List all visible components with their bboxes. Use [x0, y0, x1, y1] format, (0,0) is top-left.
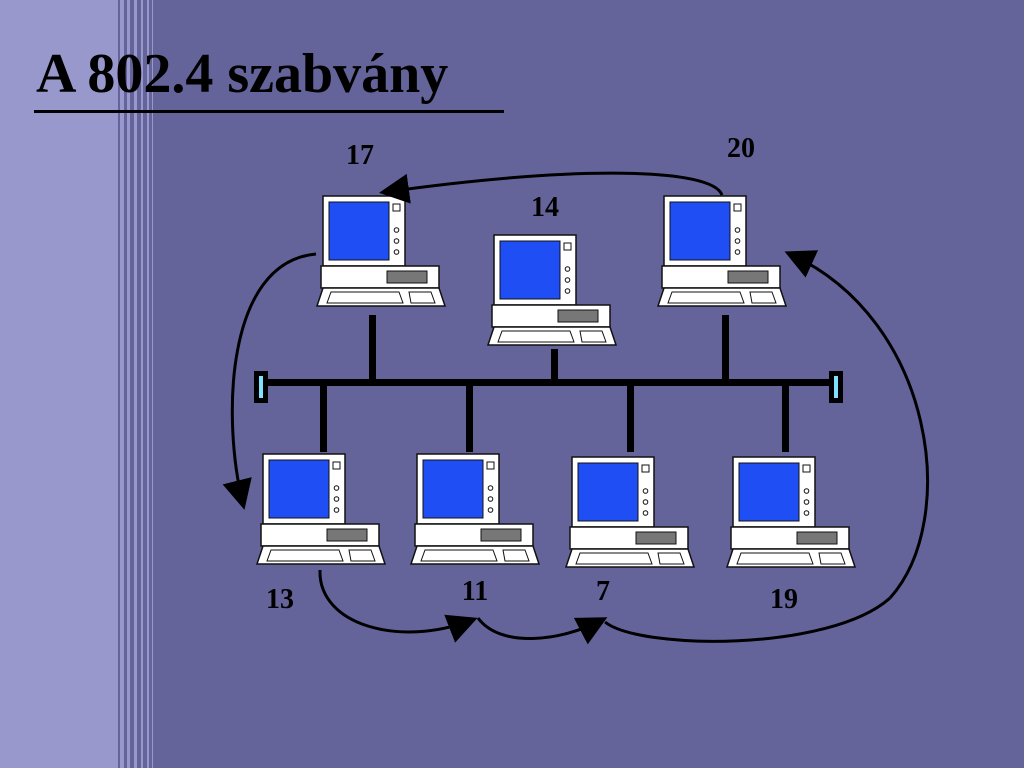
- node-19-computer-icon: [726, 456, 856, 568]
- token-arrow-7-to-19: [604, 596, 892, 643]
- bus-terminator-icon: [254, 371, 268, 403]
- node-17-computer-icon: [316, 195, 446, 307]
- decor-stripe: [152, 0, 153, 768]
- node-label-20: 20: [727, 133, 755, 164]
- node-label-7: 7: [596, 576, 610, 607]
- bus-terminator-icon: [829, 371, 843, 403]
- token-ring-arrows: [222, 171, 929, 645]
- decor-stripe: [127, 0, 130, 768]
- token-arrow-13-to-11: [318, 569, 478, 643]
- left-decor-band: [0, 0, 118, 768]
- token-arrow-17-to-13: [222, 252, 317, 510]
- node-20-computer-icon: [657, 195, 787, 307]
- node-label-17: 17: [346, 140, 374, 171]
- slide-title: A 802.4 szabvány: [36, 43, 449, 105]
- node-label-11: 11: [462, 576, 488, 607]
- decor-stripe: [134, 0, 137, 768]
- node-label-19: 19: [770, 584, 798, 615]
- node-label-13: 13: [266, 584, 294, 615]
- decor-stripe: [147, 0, 149, 768]
- decor-stripe: [141, 0, 143, 768]
- node-7-computer-icon: [565, 456, 695, 568]
- node-14-computer-icon: [487, 234, 617, 346]
- node-11-computer-icon: [410, 453, 540, 565]
- title-underline: [34, 110, 504, 113]
- node-13-computer-icon: [256, 453, 386, 565]
- token-arrow-11-to-7: [476, 617, 608, 645]
- token-arrow-20-to-17: [379, 171, 724, 204]
- token-arrow-19-to-20: [784, 250, 929, 600]
- bus-cable: [262, 315, 838, 452]
- node-label-14: 14: [531, 192, 559, 223]
- decor-stripe: [120, 0, 124, 768]
